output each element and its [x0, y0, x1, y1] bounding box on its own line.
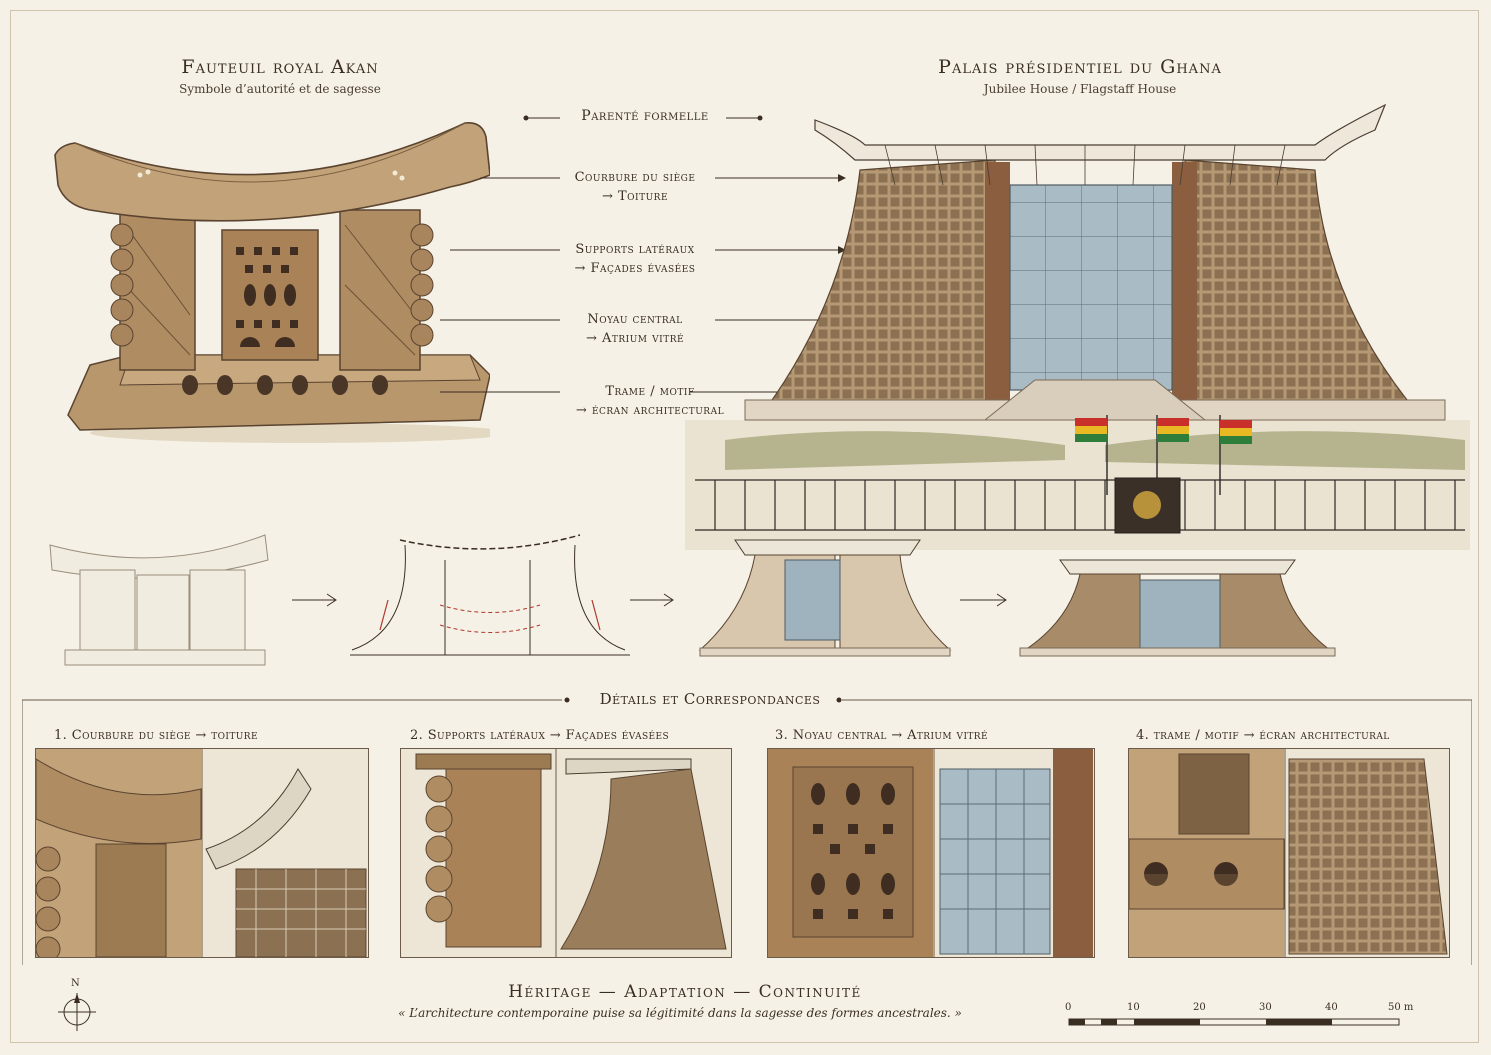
detail-caption-2: 2. Supports latéraux → Façades évasées: [410, 728, 670, 743]
correspondence-2-from: Supports latéraux: [575, 242, 695, 257]
details-frame: [22, 697, 1472, 965]
right-title: Palais présidentiel du Ghana: [938, 56, 1222, 78]
stool-outline: [49, 534, 269, 666]
detail-caption-1: 1. Courbure du siège → toiture: [54, 728, 258, 743]
scale-tick-30: 30: [1259, 1002, 1272, 1013]
north-arrow-icon: [58, 993, 96, 1031]
scale-tick-40: 40: [1325, 1002, 1338, 1013]
correspondence-2-to: → Façades évasées: [574, 261, 696, 276]
ghana-flags: [1075, 415, 1252, 495]
abstraction-schema: [350, 534, 630, 656]
closing-quote: « L’architecture contemporaine puise sa …: [398, 1006, 962, 1020]
correspondence-3-from: Noyau central: [587, 312, 683, 327]
scale-tick-50: 50 m: [1388, 1002, 1414, 1013]
scale-bar: [1068, 1018, 1400, 1026]
akan-stool-drawing: [54, 121, 490, 443]
palace-sketch-1: [698, 539, 952, 657]
transformation-sequence: [49, 534, 1336, 666]
scale-tick-0: 0: [1065, 1002, 1072, 1013]
detail-panel-3: [767, 748, 1095, 958]
jubilee-house-drawing: [685, 103, 1470, 550]
motto: Héritage — Adaptation — Continuité: [508, 982, 862, 1002]
correspondence-4: Trame / motif → écran architectural: [555, 382, 745, 420]
right-subtitle: Jubilee House / Flagstaff House: [983, 82, 1177, 96]
correspondence-1-to: → Toiture: [601, 189, 669, 204]
scale-tick-10: 10: [1127, 1002, 1140, 1013]
center-heading: Parenté formelle: [581, 108, 709, 124]
correspondence-4-from: Trame / motif: [605, 384, 695, 399]
detail-panel-2: [400, 748, 732, 958]
left-subtitle: Symbole d’autorité et de sagesse: [179, 82, 381, 96]
detail-panel-1: [35, 748, 369, 958]
correspondence-1: Courbure du siège → Toiture: [565, 168, 705, 206]
detail-caption-3: 3. Noyau central → Atrium vitré: [775, 728, 988, 743]
detail-caption-4: 4. trame / motif → écran architectural: [1136, 728, 1390, 743]
correspondence-3: Noyau central → Atrium vitré: [565, 310, 705, 348]
correspondence-2: Supports latéraux → Façades évasées: [560, 240, 710, 278]
palace-sketch-2: [1019, 559, 1336, 657]
correspondence-1-from: Courbure du siège: [574, 170, 696, 185]
scale-labels: 0 10 20 30 40 50 m: [1065, 1002, 1425, 1016]
sheet-border: [10, 10, 1479, 1043]
details-heading: Détails et Correspondances: [599, 690, 821, 708]
left-title: Fauteuil royal Akan: [181, 56, 379, 78]
correspondence-4-to: → écran architectural: [575, 403, 725, 418]
detail-panel-4: [1128, 748, 1450, 958]
center-heading-rule: [523, 115, 763, 121]
scale-tick-20: 20: [1193, 1002, 1206, 1013]
north-label: N: [71, 978, 80, 989]
correspondence-3-to: → Atrium vitré: [585, 331, 685, 346]
